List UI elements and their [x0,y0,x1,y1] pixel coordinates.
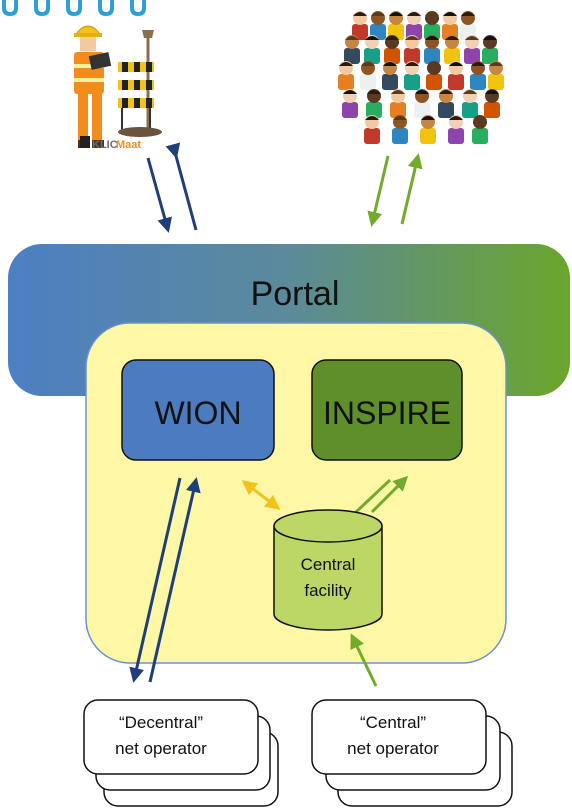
inspire-label: INSPIRE [323,395,451,431]
arrow-central-to-inspire-a [342,478,392,526]
arrow-wion-central-facility [241,480,281,510]
wion-box [121,359,275,461]
decentral-operator-line2: net operator [115,739,207,758]
central-facility-label-line1: Central [301,555,356,574]
klic-maat-logo: KLIC Maat [80,136,141,151]
top-logo-fragment-icon [2,0,146,17]
central-operator-line1: “Central” [360,713,426,732]
construction-worker-icon [74,25,112,148]
svg-text:Maat: Maat [116,139,141,151]
central-operator-stack [311,699,513,807]
decentral-operator-card [83,699,259,775]
central-facility-label-line2: facility [304,581,352,600]
arrow-wion-to-decentral-operator [129,477,182,683]
crowd-of-people-icon [338,11,504,144]
portal-label: Portal [251,275,340,313]
arrow-worker-to-portal [165,142,198,231]
arrow-central-to-inspire-b [370,475,409,514]
arrow-central-operator-to-facility [350,633,378,687]
arrow-decentral-operator-to-wion [148,477,201,683]
svg-text:KLIC: KLIC [92,139,118,151]
decentral-operator-line1: “Decentral” [119,713,203,732]
wion-label: WION [154,395,241,431]
central-operator-line2: net operator [347,739,439,758]
arrow-portal-to-worker [146,157,173,233]
central-facility-cylinder [273,509,383,631]
inspire-box [311,359,463,461]
arrow-crowd-to-portal [367,155,390,227]
road-barrier-icon [118,30,162,137]
arrow-portal-to-crowd [400,153,423,225]
central-operator-card [311,699,487,775]
decentral-operator-stack [83,699,279,807]
